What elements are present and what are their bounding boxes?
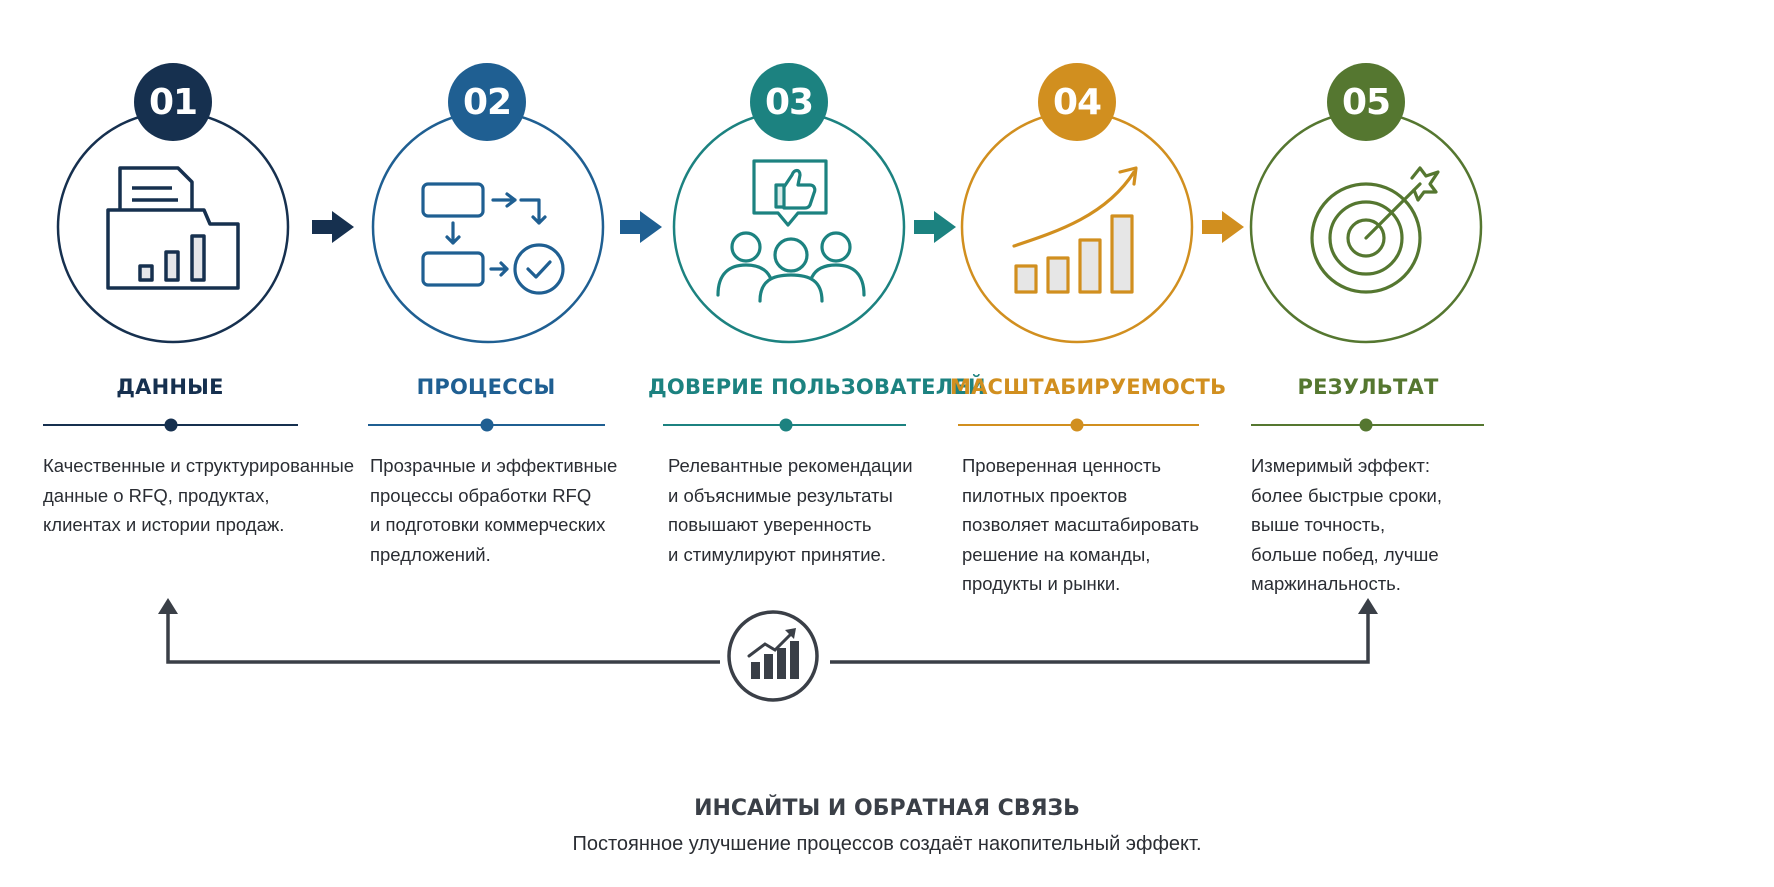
step-4-divider <box>958 418 1199 432</box>
folder-document-chart-icon <box>106 166 240 290</box>
step-5-title: РЕЗУЛЬТАТ <box>1297 375 1439 399</box>
target-arrow-icon <box>1310 166 1440 294</box>
step-5-number-badge: 05 <box>1327 63 1405 141</box>
step-5-description: Измеримый эффект: более быстрые сроки, в… <box>1251 455 1443 594</box>
step-3-number-badge: 03 <box>750 63 828 141</box>
growth-chart-icon <box>1012 166 1138 294</box>
step-1-number-badge: 01 <box>134 63 212 141</box>
step-4-number-badge: 04 <box>1038 63 1116 141</box>
step-2-number-badge: 02 <box>448 63 526 141</box>
step-1-divider <box>43 418 298 432</box>
users-thumbs-up-icon <box>716 159 866 303</box>
step-2-description: Прозрачные и эффективные процессы обрабо… <box>370 455 618 565</box>
step-1-description: Качественные и структурированные данные … <box>43 455 355 535</box>
feedback-title: ИНСАЙТЫ И ОБРАТНАЯ СВЯЗЬ <box>694 796 1080 821</box>
step-4-title: МАСШТАБИРУЕМОСТЬ <box>950 375 1227 399</box>
feedback-subtitle: Постоянное улучшение процессов создаёт н… <box>572 833 1202 855</box>
step-2-title: ПРОЦЕССЫ <box>416 375 556 399</box>
arrow-right-icon <box>1202 211 1244 243</box>
process-flow-icon <box>421 182 565 295</box>
arrow-right-icon <box>914 211 956 243</box>
insights-chart-icon <box>727 610 819 702</box>
step-4-description: Проверенная ценность пилотных проектов п… <box>962 455 1199 594</box>
feedback-loop-arrow <box>158 598 1378 664</box>
step-2-divider <box>368 418 605 432</box>
step-3-divider <box>663 418 906 432</box>
step-1-title: ДАННЫЕ <box>116 375 224 399</box>
step-3-title: ДОВЕРИЕ ПОЛЬЗОВАТЕЛЕЙ <box>648 375 986 399</box>
step-3-description: Релевантные рекомендации и объяснимые ре… <box>668 455 913 565</box>
arrow-right-icon <box>620 211 662 243</box>
step-5-divider <box>1251 418 1484 432</box>
arrow-right-icon <box>312 211 354 243</box>
